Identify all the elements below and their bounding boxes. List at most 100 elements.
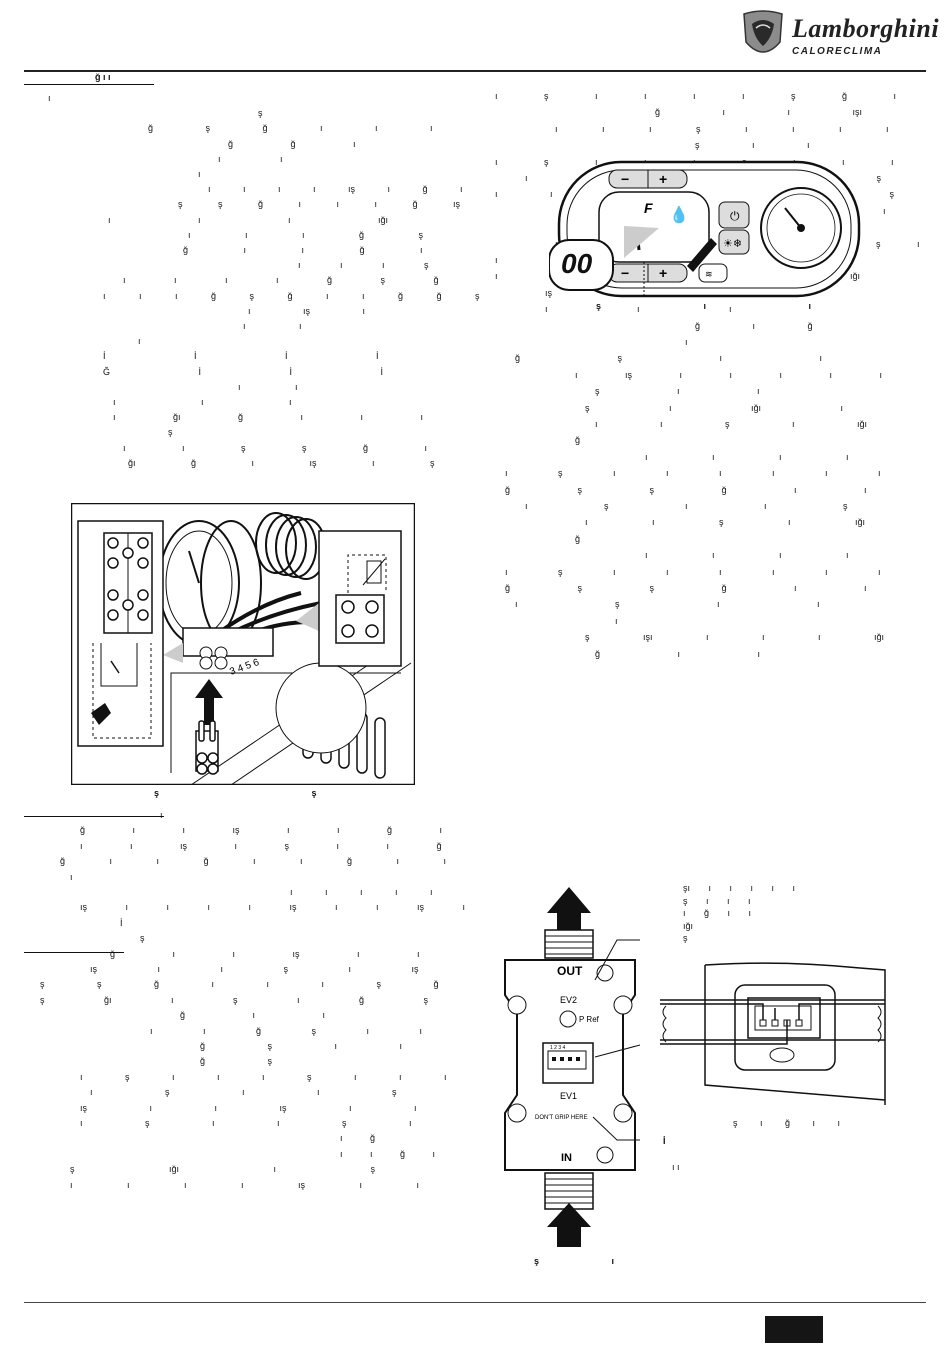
text-line: ş ı ı (595, 386, 760, 397)
text-line: ş ışı ı ı ı ığı (585, 632, 885, 643)
text-line: ğ ı ı ış ı ı ğ ı (80, 825, 443, 836)
svg-text:+: + (659, 171, 667, 187)
text-line: ş (258, 108, 263, 119)
left-section-rule-3 (24, 952, 124, 953)
svg-text:💧: 💧 (669, 205, 689, 224)
text-line: ı ş ı ı (515, 599, 820, 610)
text-line: ı ı ı ı ış ı ı (70, 1179, 420, 1190)
brand-subname: CALORECLIMA (792, 46, 883, 57)
text-line: ş ığı ı ş (70, 1164, 376, 1175)
text-line: ış ı ı ş ı ış (90, 964, 419, 974)
text-line: ı ş ı ı ı ı ş ğ ı (495, 91, 897, 101)
text-line: ğ ı ı (180, 1010, 326, 1021)
brand-logo (743, 10, 783, 53)
ev1-label: EV1 (560, 1091, 577, 1101)
text-line: ı ı ı ı (645, 550, 849, 561)
text-line: ş ı ı (695, 140, 810, 151)
outflow-arrow-icon (547, 887, 591, 935)
text-line: ş (140, 933, 145, 944)
text-line: ı ı ı (113, 397, 292, 407)
svg-text:−: − (621, 265, 629, 281)
text-line: ı ı ış ı ş ı ı ğ (80, 840, 442, 851)
reset-button (698, 263, 728, 283)
text-line: ğ ı ı (595, 648, 761, 659)
text-line: ı ş ı ı ı ı ı ı (505, 468, 881, 479)
left-section-rule-2 (24, 816, 164, 817)
text-line: ğ ı ı ış ı ı (110, 948, 420, 959)
ev2-label: EV2 (560, 995, 577, 1005)
text-line: ı ı (243, 321, 302, 331)
text-line: ğ (575, 533, 581, 544)
flow-sensor-figure: OUT EV2 P Ref 1 2 3 4 EV1 DON'T GRIP HER… (504, 887, 641, 1247)
text-line: ı (198, 169, 201, 179)
pin-numbers: 1 2 3 4 (550, 1045, 566, 1051)
sensor-caption-2: İ (663, 1136, 666, 1146)
fault-f-icon: F (644, 200, 653, 216)
text-line: ı ş ı ı ş ı (80, 1118, 412, 1128)
lcd-screen (598, 191, 710, 263)
sensor-figure-caption: ş ı (534, 1256, 615, 1266)
text-line: ğ ş ş ğ ı ı (505, 583, 867, 593)
text-line: ş ş ğ ı ı ı ş ğ (40, 979, 439, 990)
text-line: ı ş ı ı ı ş ı ı ı (80, 1071, 447, 1082)
header-rule (24, 70, 926, 72)
text-line: ı ş ı ı ş (525, 501, 848, 511)
text-line: ğ ı ı ğ ı ı ğ ı ı (60, 856, 447, 867)
display-readout: 00 (561, 248, 593, 279)
text-line: ı (48, 93, 51, 103)
zoomed-display (549, 239, 614, 291)
text-line: ı (70, 871, 73, 882)
text-line: ğ (575, 435, 581, 446)
text-line: ı ı ı ğ ş ğ ı ı ğ ğ ş (103, 290, 480, 301)
control-panel-caption: ş ı ı (596, 301, 812, 311)
top-adjust-buttons: − + (608, 169, 688, 189)
text-line: ş (168, 427, 173, 438)
text-line: ğ ı ı ğ ı (183, 245, 423, 255)
text-line: ı ış ı ı ı ı ı (575, 369, 883, 380)
text-line: ğ ş (200, 1056, 273, 1067)
pref-label: P Ref (579, 1015, 600, 1024)
footer-rule (24, 1302, 926, 1303)
text-line: ş ğı ı ş ı ğ ş (40, 994, 429, 1005)
text-line: ı ı ı ı ış ı ğ ı (208, 184, 463, 195)
season-button (718, 229, 750, 255)
text-line: ı ı ı ı ı (290, 887, 433, 897)
text-line: ş ş ğ ı ı ı ğ ış (178, 199, 461, 210)
text-line: ğ ş ı ı (515, 353, 823, 364)
svg-text:−: − (621, 171, 629, 187)
dont-grip-label: DON'T GRIP HERE (535, 1115, 588, 1121)
connector-detail-figure (660, 962, 886, 1105)
text-line: ı (138, 336, 141, 347)
left-section-heading: ğ ı ı (95, 72, 111, 82)
text-line: ğ ğ ı (228, 138, 356, 149)
text-line: ı ı ı (545, 304, 732, 315)
text-line: ı (685, 337, 688, 347)
svg-text:☀❄: ☀❄ (723, 238, 742, 250)
text-line: ı ı (238, 381, 298, 392)
text-line: ı ı ı ş (298, 260, 429, 271)
text-line: ı ı ğ ı (340, 1148, 436, 1159)
sensor-note-line: ş ı ı ı (683, 895, 751, 906)
text-line: ış ı ı ış ı ı (80, 1102, 417, 1113)
text-line: ğ ı ı ışı (655, 107, 863, 118)
text-line: Ğ İ İ İ (103, 366, 384, 377)
text-line: İ İ İ İ (103, 351, 379, 362)
text-line: ı ğı ğ ı ı ı (113, 412, 424, 423)
room-thermostat-icon (91, 703, 111, 725)
text-line: ı ş ı ı ı ı ı ı (505, 566, 881, 577)
text-line: ı (160, 810, 163, 820)
text-line: ı ı ş ı ığı (585, 517, 866, 528)
text-line: ı ı (218, 153, 283, 164)
text-line: ı ı ş ş ğ ı (123, 442, 428, 453)
text-line: ş ı ığı ı (585, 402, 844, 413)
sensor-caption-3: ı ı (672, 1162, 680, 1172)
text-line: ğı ğ ı ış ı ş (128, 457, 435, 468)
text-line: ı ı ı ş ı ı ı ı (555, 123, 889, 134)
wiring-figure: 3 4 5 6 (71, 503, 415, 785)
text-line: ı ı ş ı ığı (595, 419, 868, 429)
text-line: ı ğ (340, 1133, 376, 1144)
wiring-caption: ş ş (154, 788, 317, 798)
coil-pipe (255, 512, 327, 580)
pen-icon (687, 238, 717, 272)
sensor-inset (296, 530, 402, 667)
